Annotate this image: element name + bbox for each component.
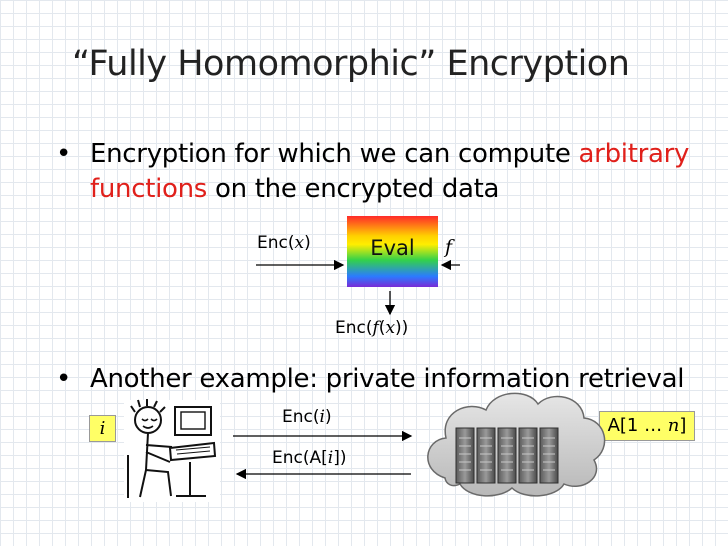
enc-fx-prefix: Enc( xyxy=(335,318,373,338)
bullet-1-text-cont: on the encrypted data xyxy=(207,174,500,204)
eval-box xyxy=(347,216,438,287)
db-prefix: A[1 … xyxy=(607,415,668,436)
query-label: Enc(i) xyxy=(282,407,332,427)
user-at-computer-sketch xyxy=(124,399,220,502)
query-var: i xyxy=(319,407,325,427)
enc-fx-paren: ( xyxy=(378,318,386,338)
enc-fx-f: f xyxy=(372,318,379,338)
f-label: f xyxy=(445,236,453,258)
bullet-1-line-2: functions on the encrypted data xyxy=(90,174,499,204)
bullet-1-text: Encryption for which we can compute xyxy=(90,139,579,169)
enc-x-prefix: Enc( xyxy=(257,233,295,253)
bullet-marker-1: • xyxy=(56,139,72,169)
response-var: i xyxy=(327,448,334,468)
query-suffix: ) xyxy=(324,407,332,427)
slide-title: “Fully Homomorphic” Encryption xyxy=(72,44,630,84)
enc-x-var: x xyxy=(294,233,305,253)
enc-fx-suffix: )) xyxy=(395,318,409,338)
highlight-arbitrary: arbitrary xyxy=(578,139,690,169)
bullet-1-line-1: Encryption for which we can compute arbi… xyxy=(90,139,689,169)
db-suffix: ] xyxy=(679,415,687,436)
server-cloud-icon xyxy=(427,392,606,497)
enc-fx-x: x xyxy=(385,318,396,338)
enc-x-suffix: ) xyxy=(304,233,311,253)
bullet-2-text: Another example: private information ret… xyxy=(90,364,685,394)
response-suffix: ]) xyxy=(333,448,347,468)
enc-fx-label: Enc(f(x)) xyxy=(335,318,408,338)
database-array-box: A[1 … n] xyxy=(599,411,695,441)
response-prefix: Enc(A[ xyxy=(272,448,328,468)
response-label: Enc(A[i]) xyxy=(272,448,346,468)
query-prefix: Enc( xyxy=(282,407,320,427)
enc-x-label: Enc(x) xyxy=(257,233,311,253)
eval-label: Eval xyxy=(370,236,415,260)
highlight-functions: functions xyxy=(90,174,208,204)
index-i-box: i xyxy=(89,415,116,442)
db-var: n xyxy=(667,415,680,436)
bullet-marker-2: • xyxy=(56,364,72,394)
